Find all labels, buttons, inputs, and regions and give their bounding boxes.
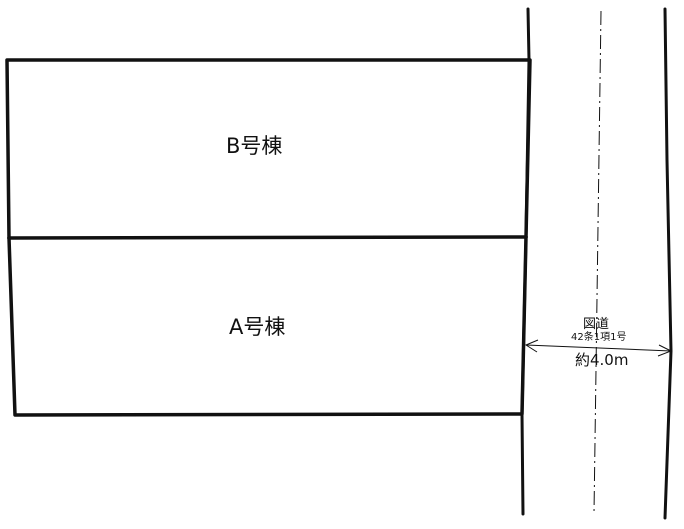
road-centerline <box>593 10 602 514</box>
building-b-label: B号棟 <box>226 134 283 158</box>
road-name-label: 図道 <box>583 317 610 332</box>
building-divider-line <box>7 235 528 240</box>
road-right-edge <box>663 7 673 520</box>
road-width-dimension-line <box>525 344 672 352</box>
road-width-label: 約4.0m <box>575 351 629 369</box>
road-left-edge <box>520 7 531 516</box>
road-article-label: 42条1項1号 <box>571 332 627 343</box>
road-width-arrowhead-right <box>657 344 673 357</box>
building-a-label: A号棟 <box>229 315 286 339</box>
road-width-arrowhead-left <box>524 339 539 353</box>
